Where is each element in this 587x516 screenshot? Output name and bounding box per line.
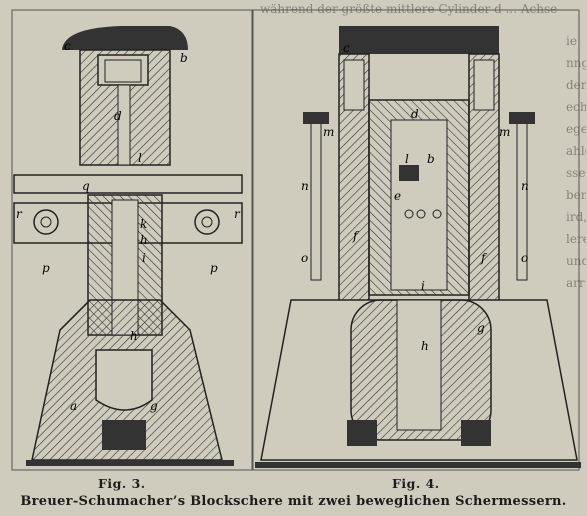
fig3-label-b: b bbox=[180, 51, 188, 65]
shear-bar bbox=[13, 174, 243, 194]
fig4-label-o-right: o bbox=[521, 251, 528, 265]
bleed-line: und bbox=[566, 254, 586, 268]
bleed-line: nng bbox=[566, 56, 586, 70]
fig3-label-p-left: p bbox=[42, 261, 50, 275]
fig3-label-h-upper: h bbox=[140, 233, 148, 247]
bleed-line: ie bbox=[566, 34, 577, 48]
main-caption: Breuer-Schumacher’s Blockschere mit zwei… bbox=[20, 494, 567, 509]
bleed-line: ahlen bbox=[566, 144, 586, 158]
top-cap bbox=[62, 26, 188, 50]
fig4-label-l: l bbox=[405, 152, 409, 166]
fig3-label-l: l bbox=[138, 151, 142, 165]
fig4-label-g: g bbox=[477, 321, 485, 335]
bleed-line: egen bbox=[566, 122, 586, 136]
fig3-label-r-left: r bbox=[16, 207, 23, 221]
fig3-label-h-lower: h bbox=[130, 329, 138, 343]
fig3-label-i: i bbox=[142, 251, 146, 265]
fig4-label-b: b bbox=[427, 152, 435, 166]
fig3-label-k: k bbox=[140, 217, 147, 231]
fig4-label-f-left: f bbox=[352, 229, 360, 243]
fig4-label-i: i bbox=[421, 279, 425, 293]
fig3-label-q: q bbox=[82, 179, 90, 193]
fig4-label-m-left: m bbox=[323, 125, 334, 139]
fig3-label-a: a bbox=[70, 399, 77, 413]
bleed-line: ssen bbox=[566, 166, 586, 180]
fig4-label-n-left: n bbox=[301, 179, 309, 193]
fig4-label-d: d bbox=[411, 107, 419, 121]
fig3-label-g: g bbox=[150, 399, 158, 413]
bleed-line: der bbox=[566, 78, 586, 92]
figure-3-caption: Fig. 3. bbox=[98, 476, 146, 491]
fig4-label-c: c bbox=[343, 41, 350, 55]
fig3-label-r-right: r bbox=[234, 207, 241, 221]
figure-4-caption: Fig. 4. bbox=[392, 476, 440, 491]
figure-3-drawing: c b d l q r r k h i p p h a g bbox=[11, 9, 253, 471]
bleed-text-right: ie nng der echt egen ahlen ssen ben ird,… bbox=[566, 30, 586, 294]
bleed-line: ben bbox=[566, 188, 586, 202]
fig3-label-p-right: p bbox=[210, 261, 218, 275]
fig4-label-m-right: m bbox=[499, 125, 510, 139]
bleed-line: arr bbox=[566, 276, 585, 290]
bleed-line: ird, bbox=[566, 210, 586, 224]
fig3-label-d: d bbox=[114, 109, 122, 123]
figure-3: c b d l q r r k h i p p h a g bbox=[0, 0, 262, 474]
crown-beam bbox=[339, 26, 499, 54]
fig4-label-o-left: o bbox=[301, 251, 308, 265]
fig4-label-h: h bbox=[421, 339, 429, 353]
bleed-line: lere bbox=[566, 232, 586, 246]
bleed-text-top: während der größte mittlere Cylinder d .… bbox=[260, 2, 558, 16]
figure-4-drawing: c d m m l b e n n f f o o i g h bbox=[252, 9, 581, 471]
fig4-label-f-right: f bbox=[480, 251, 488, 265]
fig3-label-c: c bbox=[64, 39, 71, 53]
bleed-line: echt bbox=[566, 100, 586, 114]
figure-4: c d m m l b e n n f f o o i g h bbox=[251, 0, 587, 474]
fig4-label-e: e bbox=[394, 189, 401, 203]
fig4-label-n-right: n bbox=[521, 179, 529, 193]
